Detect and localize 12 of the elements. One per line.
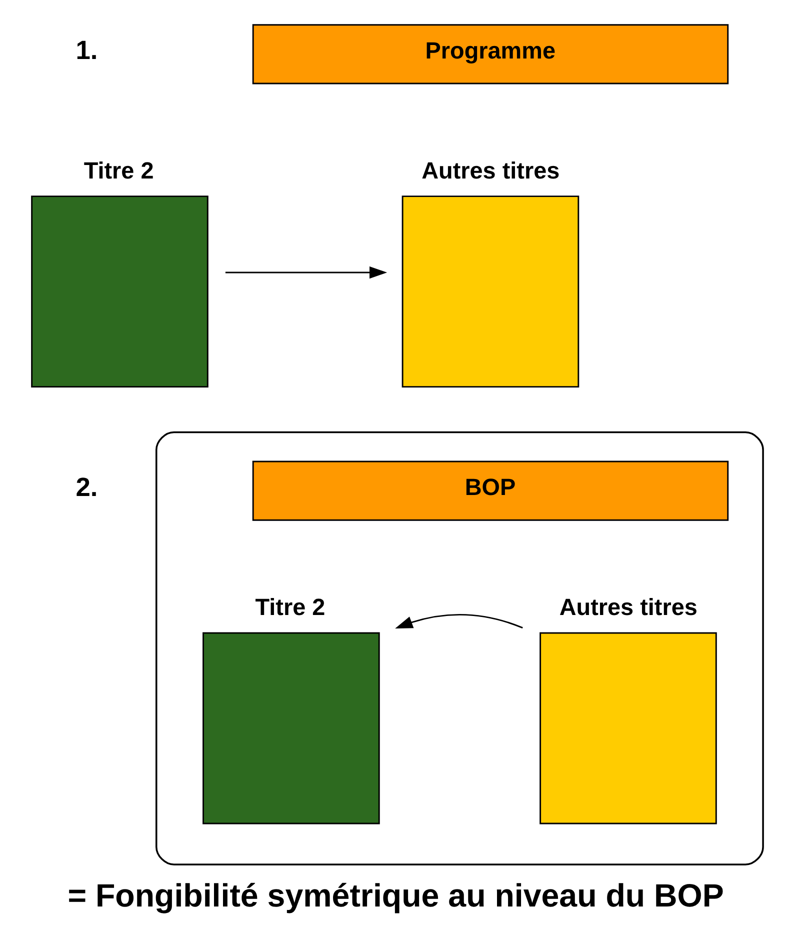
arrow [225,266,388,279]
caption: = Fongibilité symétrique au niveau du BOP [68,877,724,914]
node-label: Autres titres [422,157,560,184]
node-label: Autres titres [559,594,698,620]
node-box: BOP [252,460,729,521]
cluster [156,431,764,866]
node-label: Titre 2 [255,594,326,620]
node-label: Titre 2 [84,157,154,184]
node-box: Programme [252,24,729,84]
label: 2. [76,472,98,502]
label: 1. [76,35,98,66]
arrow [395,614,523,629]
